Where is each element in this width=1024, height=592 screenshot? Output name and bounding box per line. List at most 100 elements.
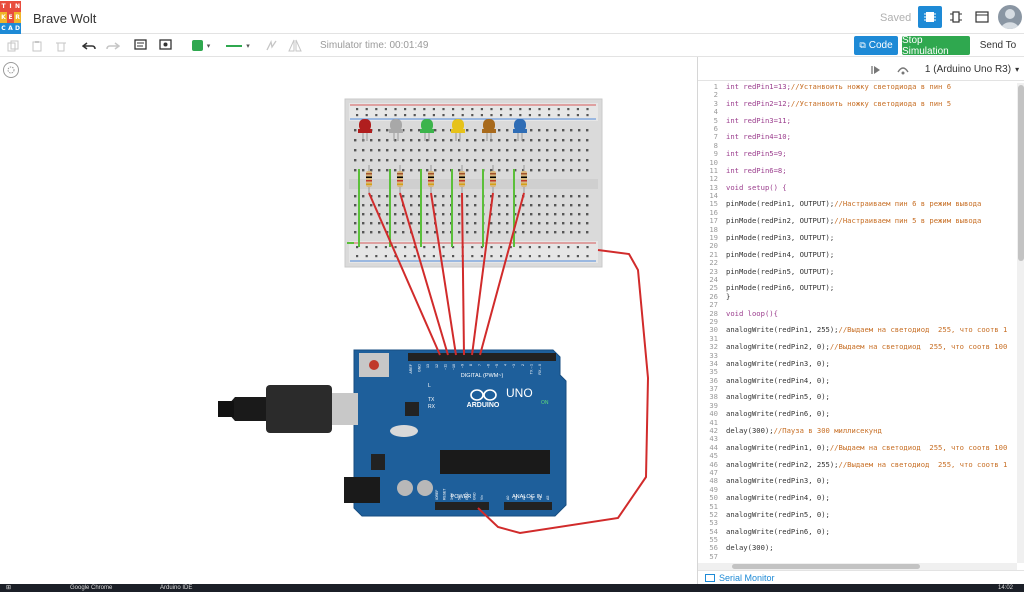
code-line[interactable]: 31 (698, 334, 1017, 343)
code-line[interactable]: 43 (698, 434, 1017, 443)
code-line[interactable]: 20 (698, 242, 1017, 251)
step-icon[interactable] (870, 63, 882, 81)
code-line[interactable]: 22 (698, 258, 1017, 267)
code-vertical-scrollbar[interactable] (1017, 83, 1024, 563)
code-line[interactable]: 57 (698, 552, 1017, 561)
wire-type-picker[interactable]: ▾ (222, 37, 254, 54)
undo-icon[interactable] (80, 37, 98, 54)
ground-return-wire[interactable] (477, 249, 650, 535)
code-line[interactable]: 55 (698, 535, 1017, 544)
code-line[interactable]: 18 (698, 225, 1017, 234)
code-line[interactable]: 47 (698, 468, 1017, 477)
code-line[interactable]: 33 (698, 351, 1017, 360)
paste-icon[interactable] (28, 37, 46, 54)
led[interactable] (451, 119, 465, 141)
arduino-uno-board[interactable]: ARDUINO UNO DIGITAL (PWM~) POWER ANALOG … (218, 349, 567, 517)
usb-connector[interactable] (330, 393, 358, 425)
notes-icon[interactable] (131, 37, 149, 54)
resistor[interactable] (397, 165, 403, 193)
resistor[interactable] (366, 165, 372, 193)
resistor[interactable] (459, 165, 465, 193)
taskbar-item-chrome[interactable]: Google Chrome (70, 585, 113, 591)
code-line[interactable]: 12 (698, 174, 1017, 183)
project-title[interactable]: Brave Wolt (33, 11, 97, 26)
breadboard[interactable] (344, 98, 603, 268)
code-button[interactable]: ⧉ Code (854, 36, 898, 55)
led[interactable] (358, 119, 372, 141)
code-line[interactable]: 35 (698, 367, 1017, 376)
code-line[interactable]: 45 (698, 451, 1017, 460)
debugger-icon[interactable] (896, 63, 910, 81)
signal-wire[interactable] (471, 192, 494, 356)
code-line[interactable]: 4 (698, 107, 1017, 116)
resistor[interactable] (428, 165, 434, 193)
fill-color-picker[interactable]: ▾ (186, 37, 216, 54)
device-select[interactable]: 1 (Arduino Uno R3) ▾ (924, 60, 1020, 78)
user-avatar[interactable] (998, 5, 1022, 29)
code-line[interactable]: 6 (698, 124, 1017, 133)
signal-wire[interactable] (479, 192, 525, 356)
copy-icon[interactable] (4, 37, 22, 54)
signal-wires[interactable] (368, 192, 650, 535)
code-line[interactable]: 14 (698, 191, 1017, 200)
stop-simulation-button[interactable]: Stop Simulation (902, 35, 970, 57)
power-jack[interactable] (344, 477, 380, 503)
flip-icon[interactable] (286, 37, 304, 54)
signal-wire[interactable] (368, 192, 441, 356)
signal-wire[interactable] (461, 192, 465, 356)
circuit-canvas[interactable]: ARDUINO UNO DIGITAL (PWM~) POWER ANALOG … (0, 57, 697, 584)
rotate-icon[interactable] (262, 37, 280, 54)
code-line[interactable]: 16 (698, 208, 1017, 217)
resistor[interactable] (490, 165, 496, 193)
component-list-button[interactable] (970, 6, 994, 28)
code-line[interactable]: 49 (698, 485, 1017, 494)
code-line[interactable]: 29 (698, 317, 1017, 326)
code-line[interactable]: 2 (698, 90, 1017, 99)
code-line[interactable]: 39 (698, 401, 1017, 410)
signal-wire[interactable] (399, 192, 449, 356)
circuit-view-button[interactable] (918, 6, 942, 28)
delete-icon[interactable] (52, 37, 70, 54)
code-line[interactable]: 8 (698, 141, 1017, 150)
taskbar-item-arduino[interactable]: Arduino IDE (160, 585, 193, 591)
send-to-button[interactable]: Send To (979, 40, 1017, 51)
led[interactable] (389, 119, 403, 141)
start-icon[interactable]: ⊞ (6, 585, 12, 591)
code-line[interactable]: 37 (698, 384, 1017, 393)
usb-cable-plug[interactable] (266, 385, 332, 433)
code-line[interactable]: 24 (698, 275, 1017, 284)
code-line[interactable]: 10 (698, 158, 1017, 167)
code-horizontal-scrollbar[interactable] (698, 563, 1017, 570)
led[interactable] (513, 119, 527, 141)
code-line[interactable]: 27 (698, 300, 1017, 309)
serial-monitor-toggle[interactable]: Serial Monitor (698, 570, 1024, 584)
redo-icon[interactable] (104, 37, 122, 54)
